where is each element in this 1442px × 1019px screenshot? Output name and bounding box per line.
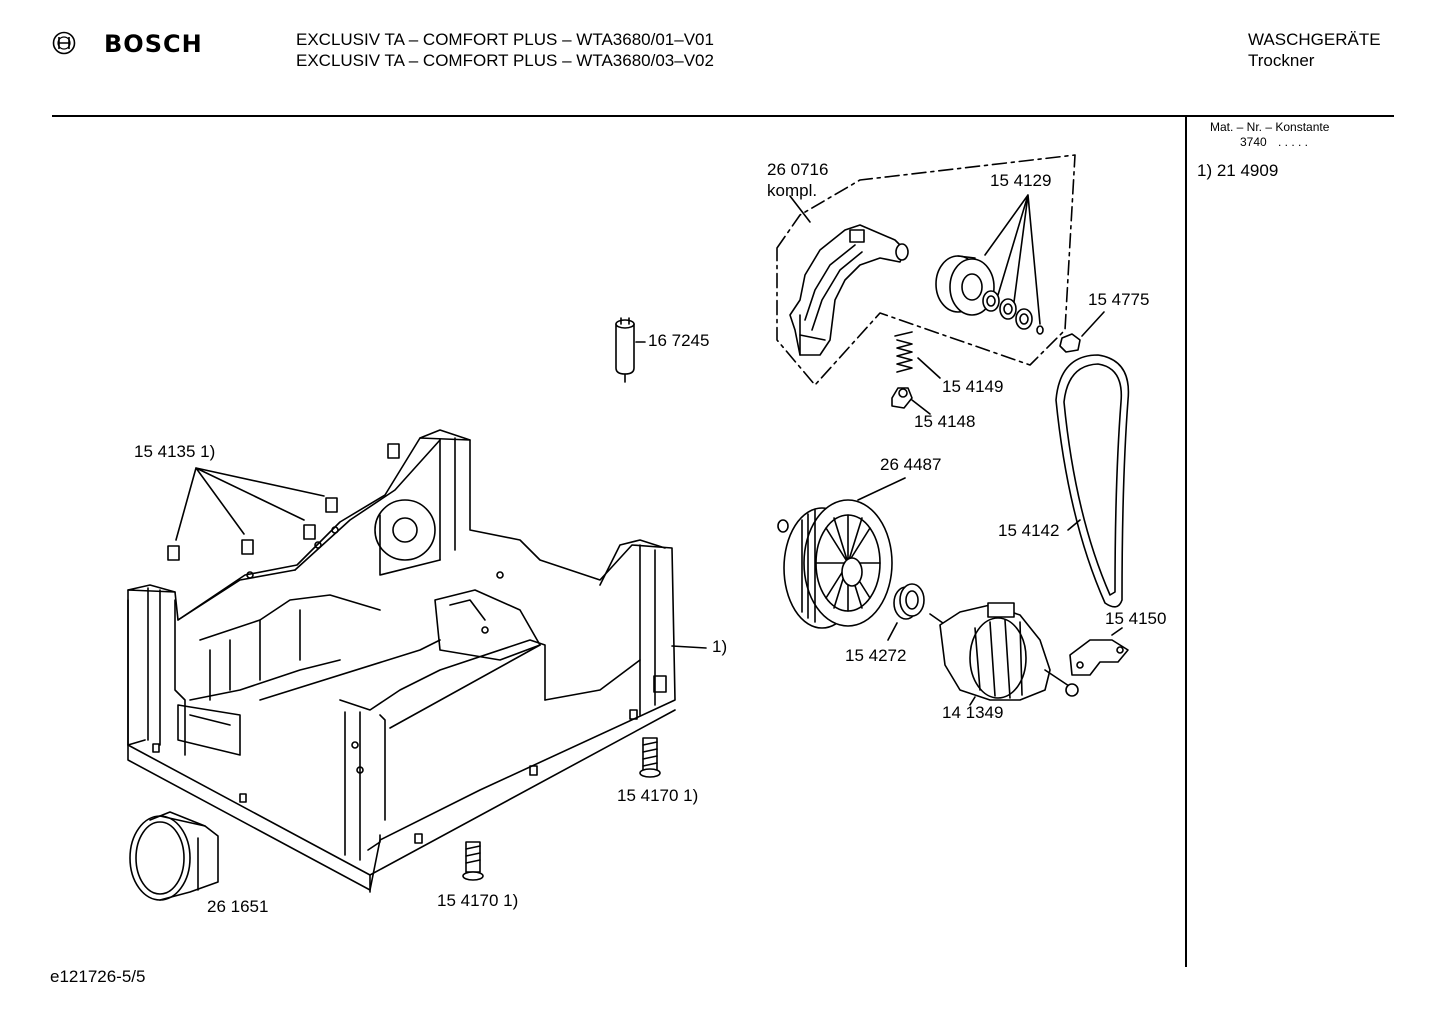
- part-label-154170-a: 15 4170 1): [617, 786, 699, 805]
- part-label-154150: 15 4150: [1105, 609, 1167, 628]
- document-id: e121726-5/5: [50, 967, 146, 986]
- part-label-154148: 15 4148: [914, 412, 976, 431]
- part-label-154775: 15 4775: [1088, 290, 1150, 309]
- part-label-154272: 15 4272: [845, 646, 907, 665]
- motor-bracket-part: [1069, 627, 1129, 676]
- duct-part: [129, 811, 219, 901]
- part-label-260716: 26 0716: [767, 160, 829, 179]
- bosch-logo-icon: [52, 31, 76, 60]
- mat-number-value: 3740: [1240, 135, 1267, 149]
- fan-wheel-part: [777, 477, 906, 629]
- part-label-154135: 15 4135 1): [134, 442, 216, 461]
- part-label-264487: 26 4487: [880, 455, 942, 474]
- mat-number-dots: . . . . .: [1278, 135, 1309, 149]
- spring-part: [894, 331, 941, 379]
- brand-name: BOSCH: [104, 30, 203, 58]
- assembly-outline: [776, 154, 1076, 386]
- clip-parts: [167, 443, 400, 561]
- mat-number-title: Mat. – Nr. – Konstante: [1210, 120, 1330, 134]
- category-title: WASCHGERÄTE: [1248, 30, 1381, 49]
- spring-clip-part: [891, 387, 931, 415]
- base-frame: [127, 429, 676, 893]
- leader-ref1: [671, 645, 707, 649]
- part-label-154149: 15 4149: [942, 377, 1004, 396]
- foot-screw-2: [462, 841, 484, 881]
- sidebar-divider: [1185, 115, 1187, 967]
- subcategory-title: Trockner: [1248, 51, 1315, 70]
- fastener-part: [1059, 311, 1105, 353]
- leader-260716: [789, 195, 811, 223]
- part-label-154142: 15 4142: [998, 521, 1060, 540]
- capacitor-part: [615, 317, 646, 383]
- pulley-part: [935, 194, 1044, 335]
- foot-screw-1: [639, 737, 661, 778]
- tensioner-arm-part: [789, 224, 909, 356]
- header-rule: [52, 115, 1394, 117]
- seal-ring-part: [887, 583, 925, 641]
- exploded-diagram: [127, 154, 1130, 901]
- motor-part: [929, 602, 1079, 706]
- belt-part: [1055, 354, 1130, 608]
- part-label-167245: 16 7245: [648, 331, 710, 350]
- model-line-1: EXCLUSIV TA – COMFORT PLUS – WTA3680/01–…: [296, 30, 714, 49]
- footnote-1: 1) 21 4909: [1197, 161, 1279, 180]
- part-label-154170-b: 15 4170 1): [437, 891, 519, 910]
- part-label-141349: 14 1349: [942, 703, 1004, 722]
- part-label-261651: 26 1651: [207, 897, 269, 916]
- part-label-ref1: 1): [712, 637, 728, 656]
- part-label-260716-sub: kompl.: [767, 181, 818, 200]
- part-label-154129: 15 4129: [990, 171, 1052, 190]
- model-line-2: EXCLUSIV TA – COMFORT PLUS – WTA3680/03–…: [296, 51, 714, 70]
